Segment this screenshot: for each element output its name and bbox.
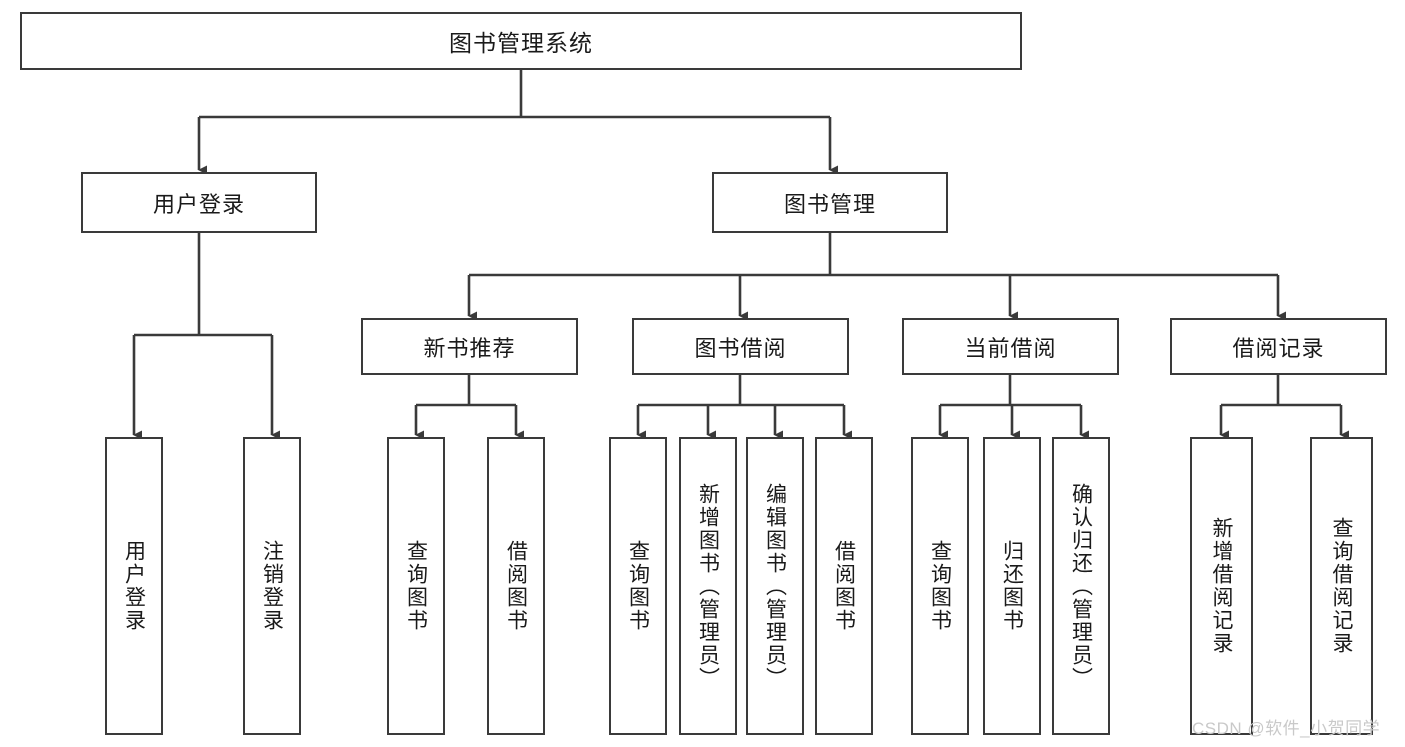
leaf-node-edit-book-admin[interactable]: 编辑图书（管理员） [746, 437, 804, 735]
node-label: 新增图书（管理员） [696, 482, 720, 690]
node-label: 当前借阅 [964, 335, 1057, 361]
leaf-node-query-book-recommend[interactable]: 查询图书 [387, 437, 445, 735]
leaf-node-query-borrow-record[interactable]: 查询借阅记录 [1310, 437, 1373, 735]
node-label: 图书管理 [783, 191, 876, 217]
node-label: 新书推荐 [423, 335, 516, 361]
leaf-node-return-book[interactable]: 归还图书 [983, 437, 1041, 735]
node-label: 借阅图书 [504, 540, 528, 632]
leaf-node-query-book-borrow[interactable]: 查询图书 [609, 437, 667, 735]
node-label: 图书管理系统 [449, 30, 593, 56]
node-label: 查询图书 [404, 540, 428, 632]
node-label: 用户登录 [122, 540, 146, 632]
node-label: 编辑图书（管理员） [763, 482, 787, 690]
node-book-borrow[interactable]: 图书借阅 [632, 318, 849, 375]
leaf-node-add-book-admin[interactable]: 新增图书（管理员） [679, 437, 737, 735]
node-new-book-recommend[interactable]: 新书推荐 [361, 318, 578, 375]
node-label: 用户登录 [152, 191, 245, 217]
node-label: 借阅图书 [832, 540, 856, 632]
leaf-node-add-borrow-record[interactable]: 新增借阅记录 [1190, 437, 1253, 735]
leaf-node-borrow-book[interactable]: 借阅图书 [815, 437, 873, 735]
node-label: 注销登录 [260, 540, 284, 632]
leaf-node-user-login[interactable]: 用户登录 [105, 437, 163, 735]
node-user-login[interactable]: 用户登录 [81, 172, 317, 233]
watermark-text: CSDN @软件_小贺同学 [1192, 719, 1381, 738]
node-label: 图书借阅 [694, 335, 787, 361]
node-label: 查询图书 [626, 540, 650, 632]
node-book-management[interactable]: 图书管理 [712, 172, 948, 233]
leaf-node-borrow-book-recommend[interactable]: 借阅图书 [487, 437, 545, 735]
node-label: 归还图书 [1000, 540, 1024, 632]
node-label: 确认归还（管理员） [1069, 482, 1093, 690]
node-label: 查询图书 [928, 540, 952, 632]
leaf-node-logout[interactable]: 注销登录 [243, 437, 301, 735]
csdn-watermark: CSDN @软件_小贺同学 [1192, 714, 1380, 739]
node-label: 借阅记录 [1232, 335, 1325, 361]
leaf-node-confirm-return-admin[interactable]: 确认归还（管理员） [1052, 437, 1110, 735]
node-current-borrow[interactable]: 当前借阅 [902, 318, 1119, 375]
leaf-node-query-book-current[interactable]: 查询图书 [911, 437, 969, 735]
node-label: 新增借阅记录 [1210, 517, 1233, 655]
node-label: 查询借阅记录 [1330, 517, 1353, 655]
node-borrow-record[interactable]: 借阅记录 [1170, 318, 1387, 375]
node-root-system[interactable]: 图书管理系统 [20, 12, 1022, 70]
